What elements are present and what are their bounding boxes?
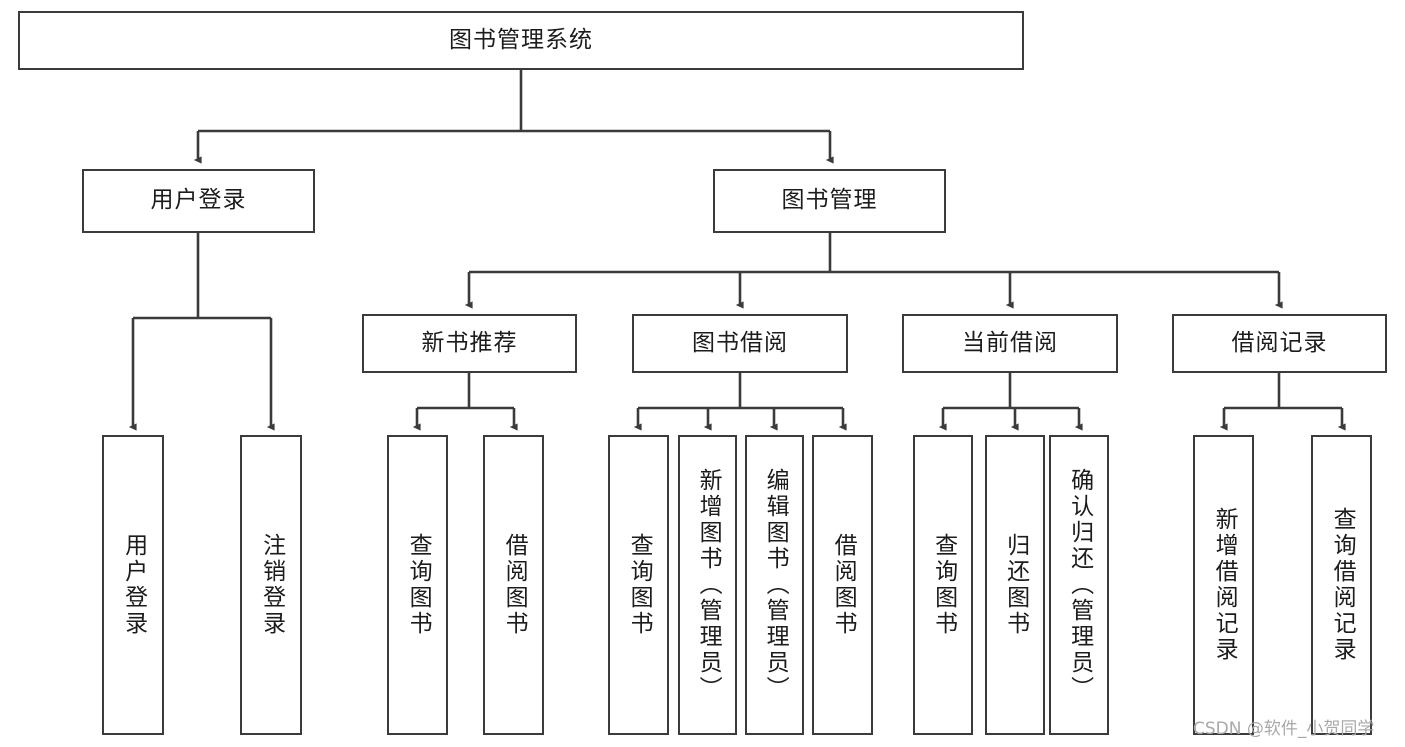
node-leaf-add-borrow-record[interactable]: 新增借阅记录 xyxy=(1193,435,1254,735)
node-borrowing-record[interactable]: 借阅记录 xyxy=(1172,314,1387,373)
node-leaf-borrow-book-newbook[interactable]: 借阅图书 xyxy=(483,435,544,735)
watermark-csdn: CSDN @软件_小贺同学 xyxy=(1193,719,1375,739)
node-label: 归还图书 xyxy=(1002,533,1029,637)
node-label: 借阅图书 xyxy=(830,533,857,637)
node-root-book-management-system[interactable]: 图书管理系统 xyxy=(18,11,1024,70)
node-label: 用户登录 xyxy=(150,187,247,214)
node-leaf-add-book-admin[interactable]: 新增图书（管理员） xyxy=(678,435,737,735)
node-label: 查询借阅记录 xyxy=(1329,507,1356,663)
node-current-borrowing[interactable]: 当前借阅 xyxy=(902,314,1118,373)
node-label: 注销登录 xyxy=(258,533,285,637)
node-leaf-confirm-return-admin[interactable]: 确认归还（管理员） xyxy=(1049,435,1109,735)
node-leaf-query-borrow-record[interactable]: 查询借阅记录 xyxy=(1311,435,1372,735)
node-label: 图书管理 xyxy=(781,187,878,214)
node-new-book-recommendation[interactable]: 新书推荐 xyxy=(362,314,577,373)
node-label: 新增借阅记录 xyxy=(1211,507,1238,663)
node-label: 图书借阅 xyxy=(692,329,788,356)
node-label: 新增图书（管理员） xyxy=(695,468,722,702)
node-label: 查询图书 xyxy=(626,533,653,637)
node-leaf-return-book[interactable]: 归还图书 xyxy=(985,435,1045,735)
node-label: 当前借阅 xyxy=(962,329,1058,356)
node-label: 查询图书 xyxy=(930,533,957,637)
node-label: 确认归还（管理员） xyxy=(1066,468,1093,702)
node-label: 新书推荐 xyxy=(421,329,518,356)
node-label: 借阅图书 xyxy=(501,533,528,637)
node-leaf-user-login[interactable]: 用户登录 xyxy=(102,435,164,735)
node-leaf-edit-book-admin[interactable]: 编辑图书（管理员） xyxy=(745,435,804,735)
node-book-management[interactable]: 图书管理 xyxy=(713,169,946,233)
node-leaf-query-book-borrowing[interactable]: 查询图书 xyxy=(608,435,669,735)
node-label: 查询图书 xyxy=(405,533,432,637)
node-book-borrowing[interactable]: 图书借阅 xyxy=(632,314,848,373)
node-leaf-query-book-newbook[interactable]: 查询图书 xyxy=(387,435,448,735)
node-label: 用户登录 xyxy=(120,533,147,637)
node-leaf-query-book-current[interactable]: 查询图书 xyxy=(913,435,973,735)
node-label: 图书管理系统 xyxy=(449,26,593,53)
node-leaf-borrow-book-borrowing[interactable]: 借阅图书 xyxy=(812,435,873,735)
node-label: 借阅记录 xyxy=(1231,329,1328,356)
node-label: 编辑图书（管理员） xyxy=(762,468,789,702)
node-user-login[interactable]: 用户登录 xyxy=(82,169,315,233)
node-leaf-logout[interactable]: 注销登录 xyxy=(240,435,302,735)
